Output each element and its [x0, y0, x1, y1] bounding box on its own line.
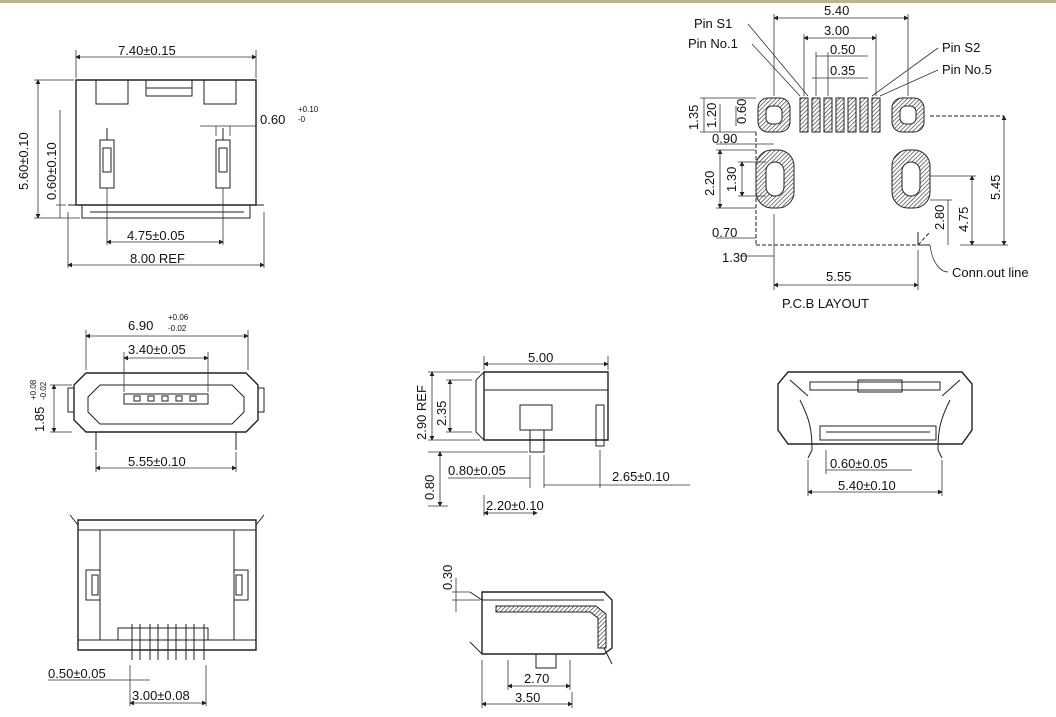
dim-post-offset: 2.65±0.10	[612, 469, 670, 484]
dim-inner-width: 4.75±0.05	[127, 228, 185, 243]
pcb-dim-130a: 1.30	[724, 167, 739, 192]
dim-face-height-tol-minus: -0.02	[39, 381, 48, 400]
dim-opening: 3.40±0.05	[128, 342, 186, 357]
pcb-dim-135: 1.35	[686, 105, 701, 130]
pcb-dim-555: 5.55	[826, 269, 851, 284]
dim-overall-height: 5.60±0.10	[16, 132, 31, 190]
dim-pin-offset-tol-minus: -0	[298, 115, 306, 124]
view-rear	[777, 371, 973, 496]
pcb-dim-035: 0.35	[830, 63, 855, 78]
view-front-face	[50, 330, 265, 472]
view-section	[452, 578, 613, 708]
dim-side-height-ref: 2.90 REF	[414, 385, 429, 440]
dim-face-height-tol-plus: +0.08	[29, 379, 38, 400]
dim-side-height: 2.35	[434, 401, 449, 426]
top-rule	[0, 0, 1056, 3]
pcb-label-pin-no5: Pin No.5	[942, 62, 992, 77]
dim-post-pos: 2.20±0.10	[486, 498, 544, 513]
pcb-dim-050: 0.50	[830, 42, 855, 57]
dim-face-height: 1.85	[32, 407, 47, 432]
dim-rear-pitch: 0.60±0.05	[830, 456, 888, 471]
dim-bottom-span: 3.00±0.08	[132, 688, 190, 703]
dim-pin-offset-tol-plus: +0.10	[298, 105, 319, 114]
dim-face-width-tol-plus: +0.06	[168, 313, 189, 322]
view-bottom	[48, 514, 265, 706]
pcb-label-conn-out: Conn.out line	[952, 265, 1029, 280]
pcb-dim-545: 5.45	[988, 175, 1003, 200]
dim-overall-width: 7.40±0.15	[118, 43, 176, 58]
pcb-dim-120: 1.20	[704, 103, 719, 128]
pcb-label-pin-no1: Pin No.1	[688, 36, 738, 51]
dim-side-length: 5.00	[528, 350, 553, 365]
pcb-layout-title: P.C.B LAYOUT	[782, 296, 869, 311]
pcb-dim-090: 0.90	[712, 131, 737, 146]
pcb-dim-280: 2.80	[932, 205, 947, 230]
pcb-layout-drawing	[700, 14, 1008, 290]
dim-reference-width: 8.00 REF	[130, 251, 185, 266]
pcb-dim-220: 2.20	[702, 171, 717, 196]
pcb-dim-475: 4.75	[956, 207, 971, 232]
dim-face-width-tol-minus: -0.02	[168, 324, 187, 333]
view-side	[428, 356, 690, 516]
pcb-label-pin-s2: Pin S2	[942, 40, 980, 55]
dim-face-width: 6.90	[128, 318, 153, 333]
dim-side-height: 0.60±0.10	[44, 142, 59, 200]
view-front-top	[34, 50, 265, 268]
dim-post-height: 0.80	[422, 475, 437, 500]
dim-section-outer: 3.50	[515, 690, 540, 705]
dim-rear-span: 5.40±0.10	[838, 478, 896, 493]
dim-pitch: 0.50±0.05	[48, 666, 106, 681]
dim-section-inner: 2.70	[524, 671, 549, 686]
pcb-dim-540: 5.40	[824, 3, 849, 18]
dim-face-bottom: 5.55±0.10	[128, 454, 186, 469]
pcb-label-pin-s1: Pin S1	[694, 16, 732, 31]
dim-pin-offset: 0.60	[260, 112, 285, 127]
pcb-dim-300: 3.00	[824, 23, 849, 38]
pcb-dim-060: 0.60	[734, 99, 749, 124]
dim-post-width: 0.80±0.05	[448, 463, 506, 478]
dim-section-thickness: 0.30	[440, 565, 455, 590]
pcb-dim-070: 0.70	[712, 225, 737, 240]
pcb-dim-130b: 1.30	[722, 250, 747, 265]
